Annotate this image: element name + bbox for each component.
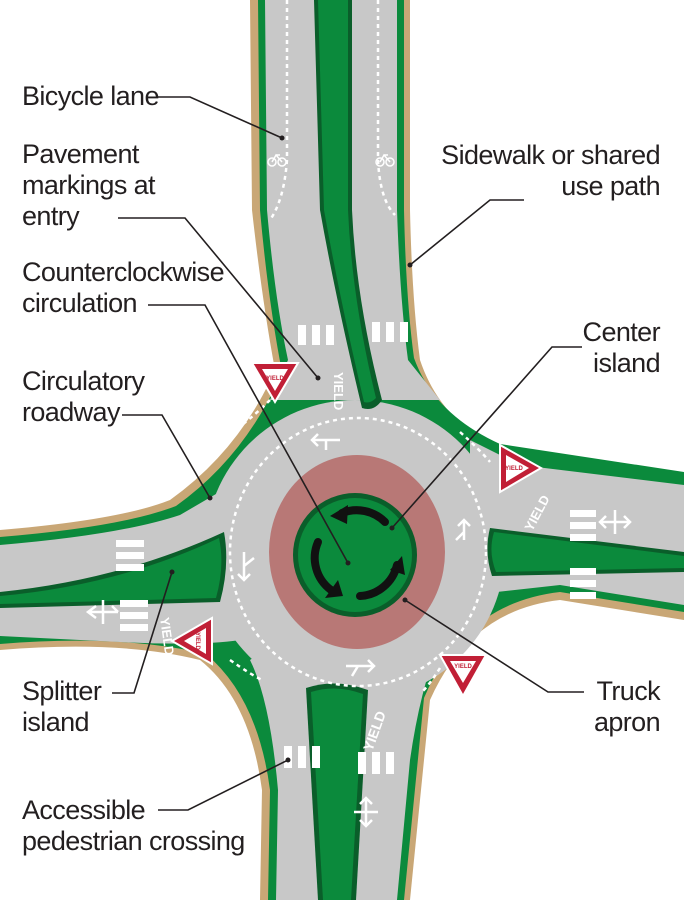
label-bicycle-lane: Bicycle lane [22,81,159,111]
leader-dots [169,135,413,763]
center-island [293,493,417,617]
yield-sign-east: YIELD [499,443,544,494]
leader-lines [112,96,584,811]
yield-sign-north: YIELD [250,362,300,404]
lane-markings [228,0,491,693]
leader-pavement-markings [118,217,319,379]
label-center-island: Center island [582,317,661,378]
leader-sidewalk [409,199,524,266]
svg-text:YIELD: YIELD [505,466,523,472]
yield-signs: YIELD YIELD YIELD YIELD [169,362,544,699]
svg-text:YIELD: YIELD [157,616,177,656]
lane-arrows [85,433,632,828]
leader-center-island [391,346,582,529]
leader-bicycle-lane [158,96,283,139]
label-sidewalk: Sidewalk or shared use path [441,140,660,201]
svg-text:YIELD: YIELD [266,376,284,382]
label-circulatory-roadway: Circulatory roadway [22,366,145,427]
yield-sign-west: YIELD [169,616,213,666]
leader-accessible-crossing [158,759,289,811]
svg-text:YIELD: YIELD [454,664,472,670]
svg-text:YIELD: YIELD [331,372,346,410]
crosswalks [116,322,596,774]
label-accessible-crossing: Accessible pedestrian crossing [22,795,245,856]
leader-counterclockwise [148,304,349,564]
arrow-heads [325,505,405,598]
leader-splitter-island [112,571,173,694]
label-counterclockwise: Counterclockwise circulation [22,257,225,318]
leader-circulatory-roadway [122,414,211,499]
bicycle-symbols [267,153,395,167]
svg-text:YIELD: YIELD [194,632,200,650]
label-truck-apron: Truck apron [593,676,661,737]
yield-sign-south: YIELD [438,654,488,699]
label-pavement-markings: Pavement markings at entry [22,139,156,231]
leader-truck-apron [404,599,584,693]
label-splitter-island: Splitter island [22,676,102,737]
